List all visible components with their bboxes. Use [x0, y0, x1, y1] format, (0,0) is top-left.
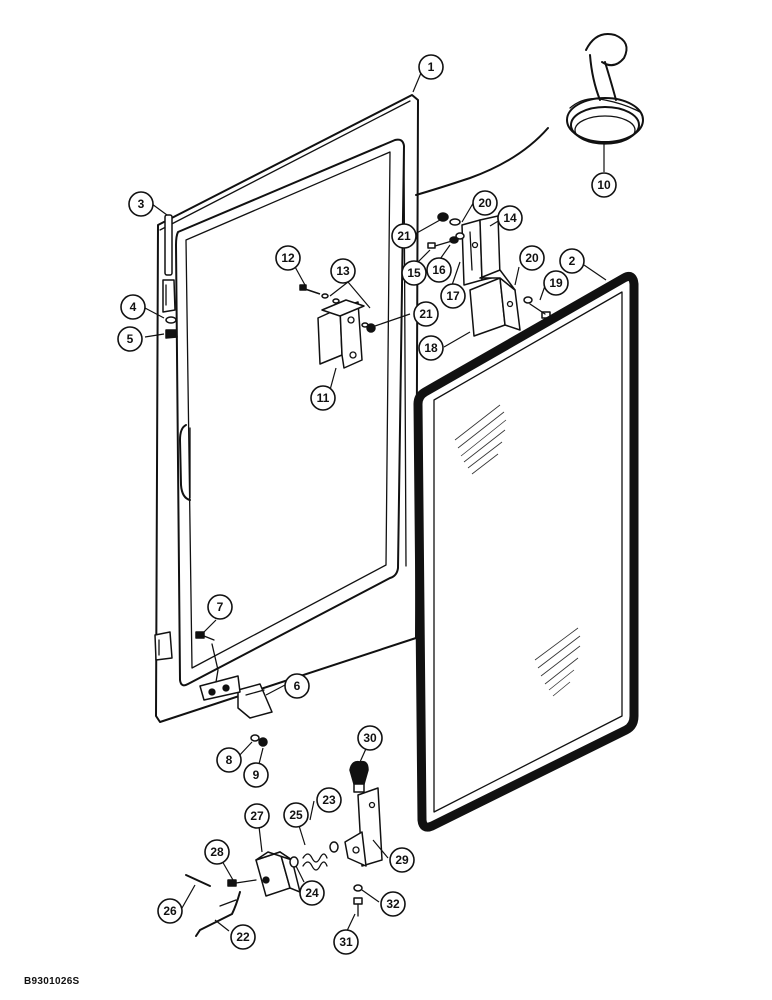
svg-text:4: 4: [130, 300, 137, 314]
latch-screw: [227, 879, 257, 887]
callout-17: 17: [440, 283, 466, 309]
svg-text:5: 5: [127, 332, 134, 346]
rubber-bumper: [349, 760, 369, 793]
svg-text:26: 26: [163, 904, 177, 918]
svg-text:28: 28: [210, 845, 224, 859]
hinge-nut: [165, 329, 178, 339]
callout-10: 10: [591, 172, 617, 198]
callout-13: 13: [330, 258, 356, 284]
callout-24: 24: [299, 880, 325, 906]
svg-text:19: 19: [549, 276, 563, 290]
callout-31: 31: [333, 929, 359, 955]
callout-14: 14: [497, 205, 523, 231]
callout-8: 8: [216, 747, 242, 773]
callout-2: 2: [559, 248, 585, 274]
svg-text:18: 18: [424, 341, 438, 355]
callout-23: 23: [316, 787, 342, 813]
figure-code: B9301026S: [24, 976, 80, 987]
callout-27: 27: [244, 803, 270, 829]
callout-12: 12: [275, 245, 301, 271]
striker-washer: [250, 734, 260, 742]
svg-text:27: 27: [250, 809, 264, 823]
bracket-screw: [299, 284, 340, 304]
svg-text:20: 20: [478, 196, 492, 210]
svg-text:23: 23: [322, 793, 336, 807]
svg-text:25: 25: [289, 808, 303, 822]
svg-text:31: 31: [339, 935, 353, 949]
latch-rod: [185, 874, 241, 937]
callout-15: 15: [401, 260, 427, 286]
svg-text:11: 11: [317, 391, 330, 405]
svg-text:6: 6: [294, 679, 301, 693]
striker-bracket: [344, 787, 383, 867]
upper-hinge-plate: [461, 215, 501, 286]
bracket-washer: [353, 884, 363, 892]
svg-text:20: 20: [525, 251, 539, 265]
callout-9: 9: [243, 762, 269, 788]
latch-striker: [199, 675, 273, 719]
svg-text:1: 1: [428, 60, 435, 74]
callout-21-lower: 21: [413, 301, 439, 327]
seal-strip-tail: [415, 127, 549, 196]
callout-20-upper: 20: [472, 190, 498, 216]
lower-hinge-plate: [469, 269, 521, 337]
latch-bracket: [317, 299, 365, 369]
callout-4: 4: [120, 294, 146, 320]
lower-hinge-hardware: [523, 296, 551, 319]
glass-reflection-upper: [454, 404, 507, 475]
svg-text:21: 21: [397, 229, 411, 243]
bracket-nut: [361, 322, 376, 333]
lower-hinge: [154, 631, 173, 661]
door-glass: [413, 272, 639, 832]
svg-text:10: 10: [597, 178, 611, 192]
callout-21-upper: 21: [391, 223, 417, 249]
svg-text:29: 29: [395, 853, 409, 867]
callout-7: 7: [207, 594, 233, 620]
svg-text:22: 22: [236, 930, 250, 944]
bracket-mount-screw: [353, 897, 363, 917]
callout-29: 29: [389, 847, 415, 873]
callout-25: 25: [283, 802, 309, 828]
svg-text:16: 16: [432, 263, 446, 277]
callout-11: 11: [310, 385, 336, 411]
hinge-washer: [165, 316, 177, 324]
svg-text:3: 3: [138, 197, 145, 211]
svg-text:15: 15: [407, 266, 421, 280]
callout-32: 32: [380, 891, 406, 917]
svg-text:7: 7: [217, 600, 224, 614]
seal-strip-coil: [566, 33, 644, 145]
callout-30: 30: [357, 725, 383, 751]
callout-16: 16: [426, 257, 452, 283]
glass-reflection-lower: [534, 627, 581, 697]
callout-6: 6: [284, 673, 310, 699]
svg-text:32: 32: [386, 897, 400, 911]
svg-text:17: 17: [446, 289, 460, 303]
svg-text:12: 12: [281, 251, 295, 265]
svg-text:30: 30: [363, 731, 377, 745]
striker-bolt: [195, 631, 219, 683]
callout-20-lower: 20: [519, 245, 545, 271]
svg-text:13: 13: [336, 264, 350, 278]
svg-text:14: 14: [503, 211, 517, 225]
striker-nut: [258, 737, 268, 747]
callout-19: 19: [543, 270, 569, 296]
latch-washer: [289, 856, 299, 868]
door-frame: [155, 94, 419, 723]
latch-spring: [302, 841, 339, 871]
svg-text:21: 21: [419, 307, 433, 321]
callout-5: 5: [117, 326, 143, 352]
upper-hinge-hardware: [427, 212, 465, 249]
callout-3: 3: [128, 191, 154, 217]
hinge-pin: [162, 214, 176, 313]
callout-26: 26: [157, 898, 183, 924]
svg-text:8: 8: [226, 753, 233, 767]
svg-text:2: 2: [569, 254, 576, 268]
callout-18: 18: [418, 335, 444, 361]
callout-1: 1: [418, 54, 444, 80]
callout-22: 22: [230, 924, 256, 950]
callout-28: 28: [204, 839, 230, 865]
svg-text:24: 24: [305, 886, 319, 900]
svg-text:9: 9: [253, 768, 260, 782]
